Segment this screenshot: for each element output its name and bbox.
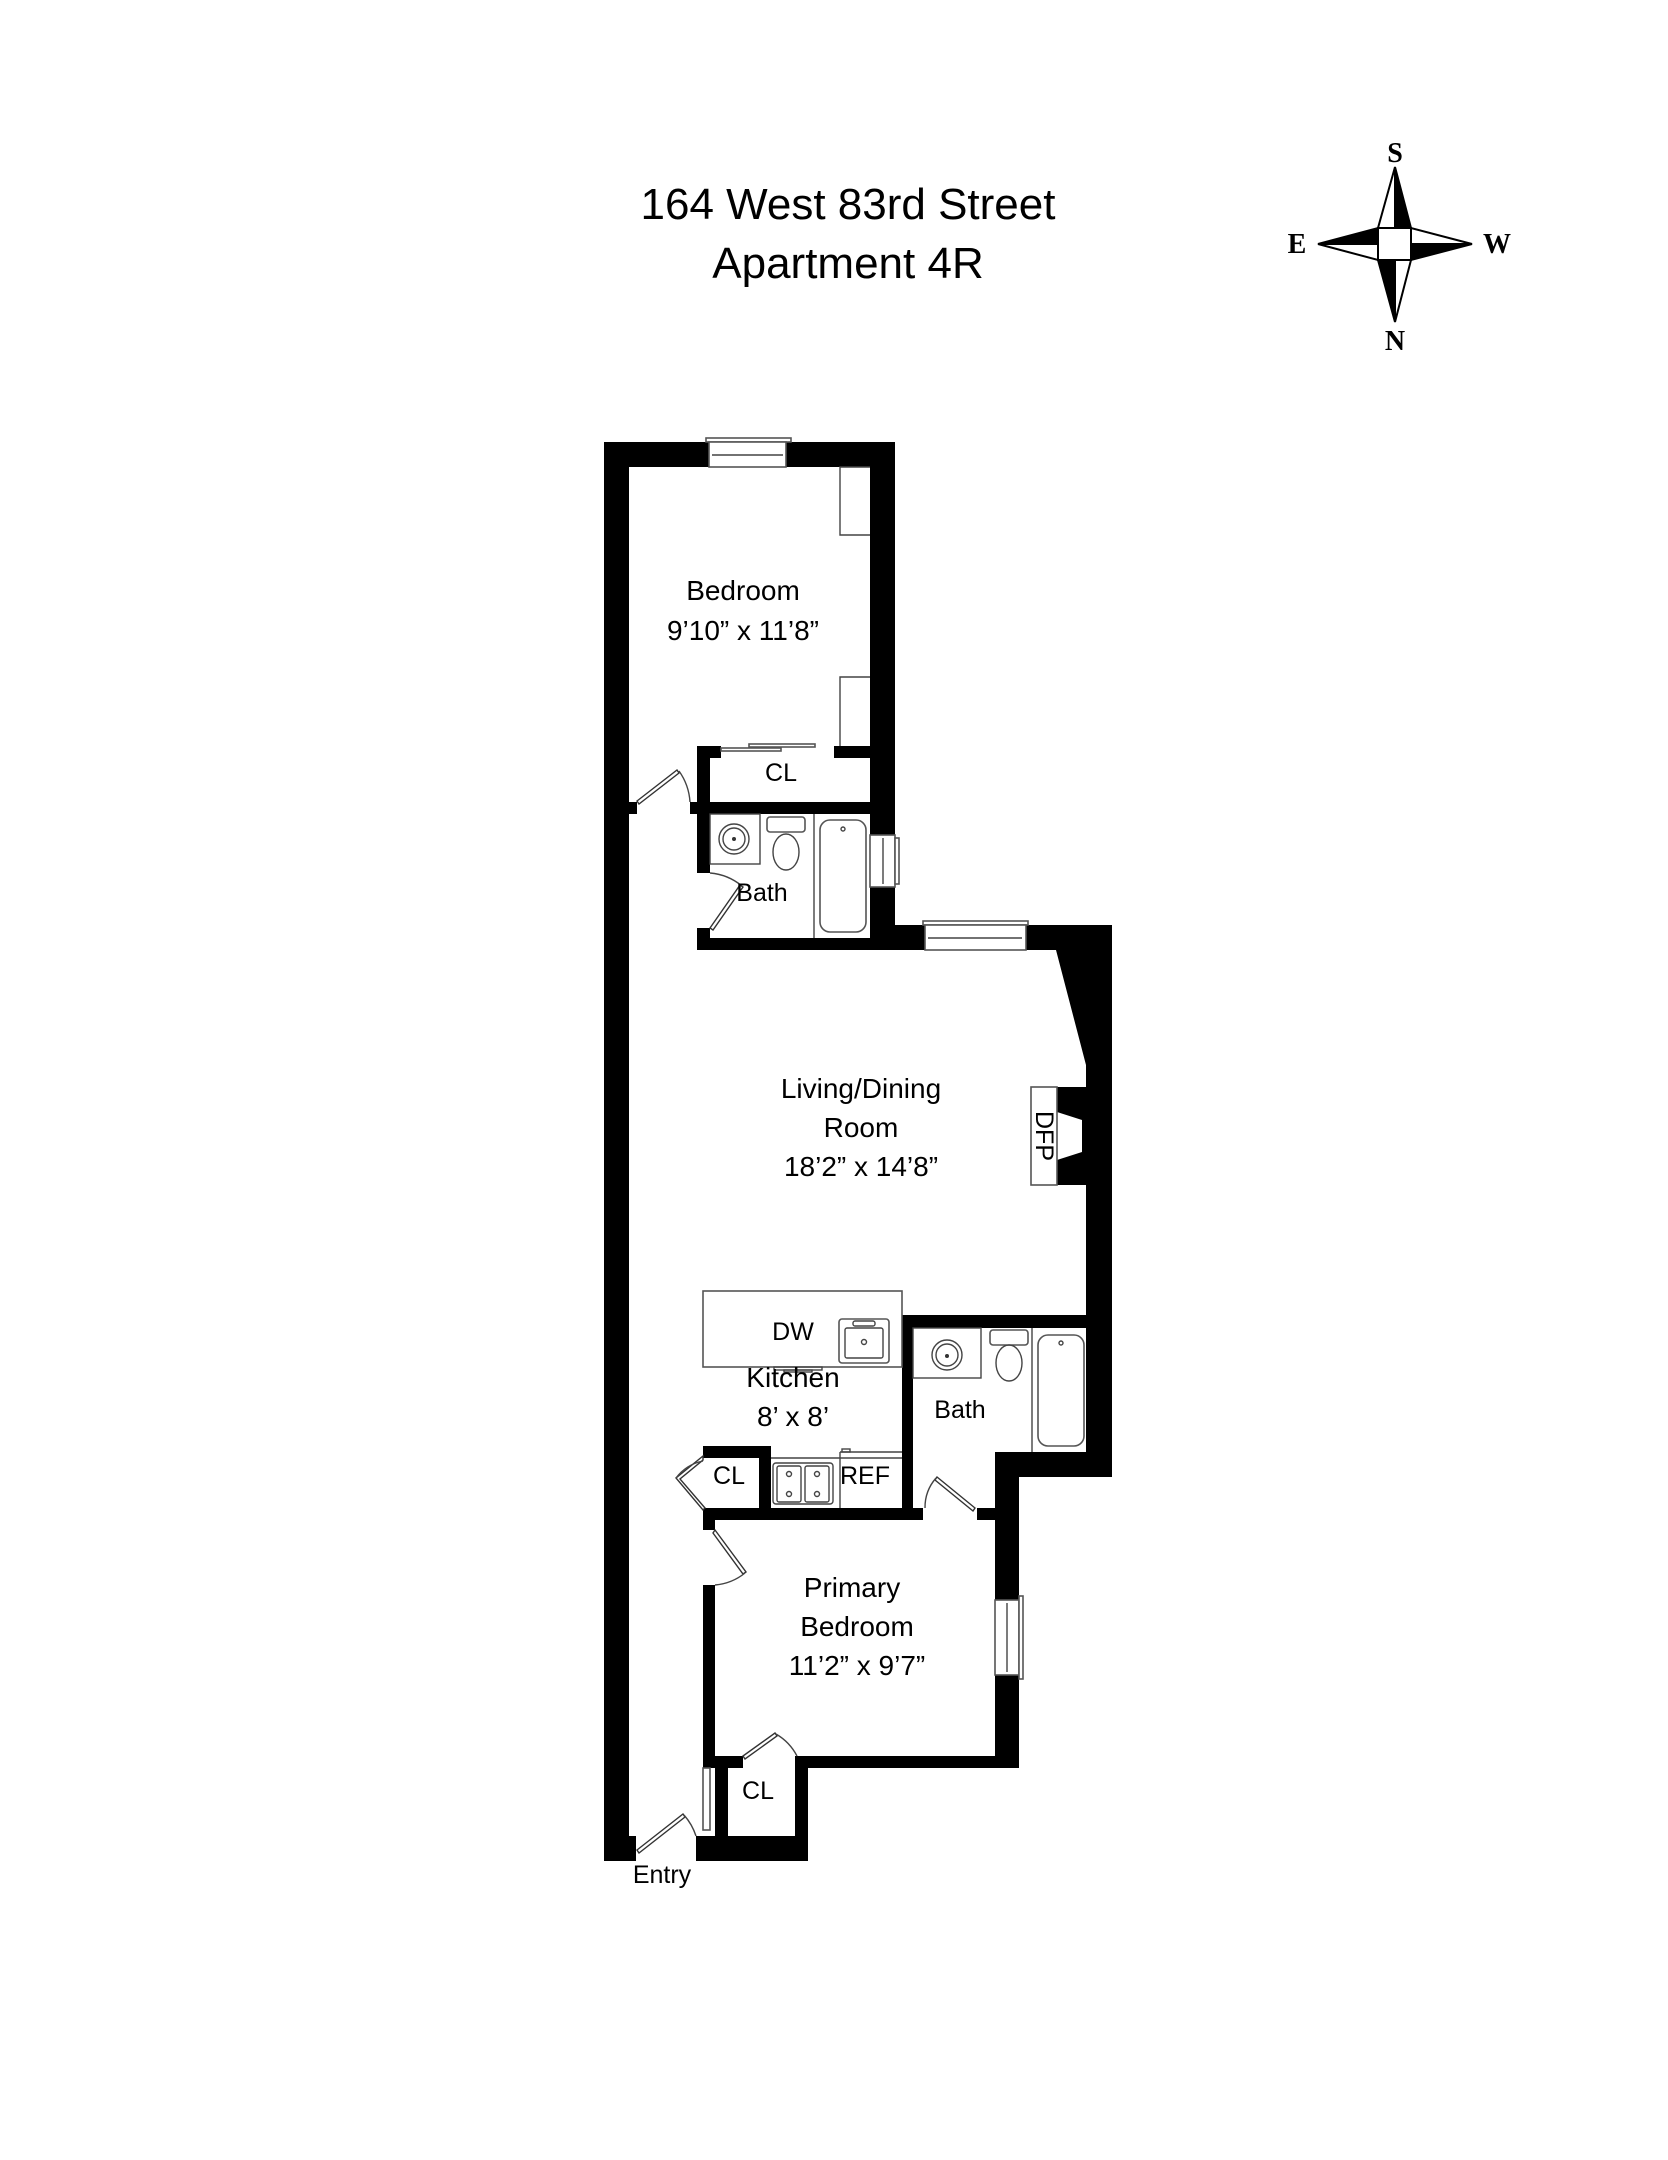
kitchen-closet-label: CL <box>713 1462 745 1490</box>
living-room-dimensions: 18’2” x 14’8” <box>784 1151 938 1182</box>
bath-upper-label: Bath <box>736 879 787 907</box>
plan-title: 164 West 83rd Street Apartment 4R <box>641 180 1056 288</box>
primary-bedroom-label-line2: Bedroom <box>800 1611 914 1642</box>
primary-bedroom-dimensions: 11’2” x 9’7” <box>789 1650 925 1681</box>
sidelight <box>702 1767 711 1831</box>
bath-lower-fixtures <box>912 1327 1085 1452</box>
window-primary <box>994 1595 1024 1680</box>
windows <box>702 437 1029 1831</box>
bedroom-dimensions: 9’10” x 11’8” <box>667 615 819 646</box>
dishwasher-label: DW <box>772 1318 814 1346</box>
kitchen-fixtures <box>702 1290 903 1508</box>
fireplace <box>1030 1086 1058 1186</box>
window-living <box>922 920 1029 951</box>
primary-closet-label: CL <box>742 1777 774 1805</box>
compass-west-label: W <box>1483 229 1511 260</box>
bedroom-closet-label: CL <box>765 759 797 787</box>
window-bedroom <box>705 437 792 468</box>
address-line: 164 West 83rd Street <box>641 180 1056 229</box>
walls <box>604 442 1112 1861</box>
bath-upper-fixtures <box>709 813 867 938</box>
primary-bedroom-label: Primary <box>804 1572 900 1603</box>
fireplace-label: DFP <box>1030 1111 1058 1161</box>
doors <box>636 768 976 1855</box>
living-room-label-line2: Room <box>824 1112 899 1143</box>
compass-south-label: S <box>1387 138 1403 169</box>
bedroom-fixtures <box>720 466 870 752</box>
bath-lower-label: Bath <box>934 1396 985 1424</box>
room-labels: Bedroom 9’10” x 11’8” CL Bath Living/Din… <box>633 575 1058 1889</box>
kitchen-label: Kitchen <box>746 1362 839 1393</box>
refrigerator-label: REF <box>840 1462 890 1490</box>
compass-rose-icon: S E W N <box>1288 138 1511 357</box>
compass-north-label: N <box>1385 326 1405 357</box>
entry-label: Entry <box>633 1861 692 1889</box>
living-room-label: Living/Dining <box>781 1073 941 1104</box>
compass-east-label: E <box>1288 229 1307 260</box>
apartment-line: Apartment 4R <box>712 239 983 288</box>
bedroom-label: Bedroom <box>686 575 800 606</box>
window-bath-upper <box>869 834 900 888</box>
kitchen-dimensions: 8’ x 8’ <box>757 1401 829 1432</box>
